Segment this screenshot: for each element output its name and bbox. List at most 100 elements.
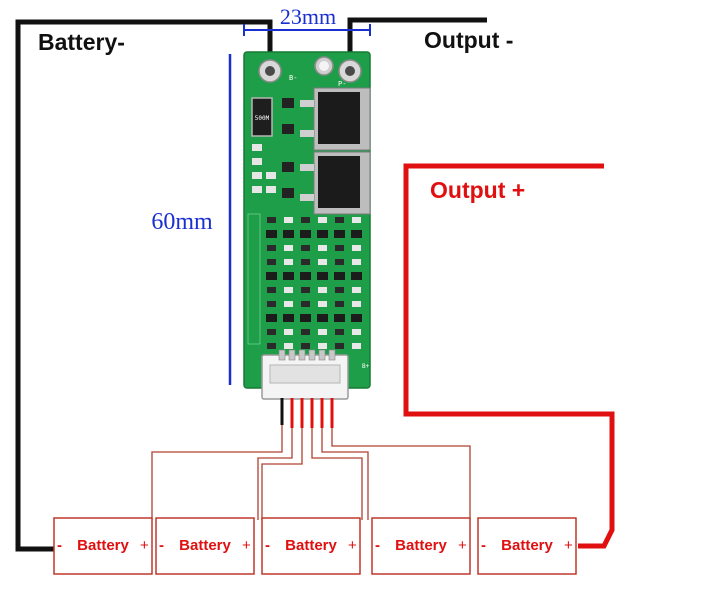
battery-cell-minus: - [375, 537, 380, 554]
connector-pin [328, 349, 336, 361]
battery-cell-label: Battery [179, 537, 231, 554]
pad-b-minus-label: B- [289, 74, 297, 82]
battery-cell-minus: - [265, 537, 270, 554]
connector-pins [278, 349, 336, 361]
battery-cell-row: -Battery+-Battery+-Battery+-Battery+-Bat… [53, 517, 577, 575]
battery-cell-plus: + [242, 537, 251, 554]
balance-wires [280, 398, 334, 428]
smd-passive [335, 329, 344, 335]
balance-circuit-array [247, 213, 362, 349]
smd-passive [284, 287, 293, 293]
connector-pin [318, 349, 326, 361]
smd-passive [335, 287, 344, 293]
smd-passive [335, 217, 344, 223]
battery-cell-plus: + [348, 537, 357, 554]
battery-cell-label: Battery [77, 537, 129, 554]
smd-ic [300, 314, 311, 322]
smd-passive [301, 301, 310, 307]
connector-pin [298, 349, 306, 361]
shunt-resistor-code: 500M [255, 115, 270, 122]
balance-connector [261, 349, 349, 400]
smd-passive [284, 329, 293, 335]
smd-passive [301, 287, 310, 293]
battery-cell-minus: - [481, 537, 486, 554]
smd-passive [352, 217, 361, 223]
smd-passive [318, 329, 327, 335]
smd-passive [318, 259, 327, 265]
smd-passive [284, 343, 293, 349]
smd-passive [284, 245, 293, 251]
smd-passive [335, 245, 344, 251]
mosfet-1 [300, 87, 371, 151]
bms-pcb-board: B- P- 500M [243, 51, 371, 389]
smd-passive [301, 343, 310, 349]
pad-p-minus [338, 59, 362, 83]
smd-passive [284, 259, 293, 265]
smd-passive [318, 343, 327, 349]
battery-cell-minus: - [57, 537, 62, 554]
smd-passive [267, 301, 276, 307]
battery-cell [371, 517, 471, 575]
smd-passive [335, 301, 344, 307]
smd-ic [334, 314, 345, 322]
smd-passive [267, 329, 276, 335]
smd-ic [283, 230, 294, 238]
smd-ic [266, 272, 277, 280]
battery-cell-plus: + [140, 537, 149, 554]
smd-ic [351, 314, 362, 322]
pcb-trace-outline [247, 213, 261, 345]
smd-ic [351, 272, 362, 280]
width-dimension [243, 24, 371, 36]
smd-passive [284, 301, 293, 307]
smd-ic [317, 272, 328, 280]
battery-cell-plus: + [564, 537, 573, 554]
smd-ic [351, 230, 362, 238]
smd-passive [352, 287, 361, 293]
pad-b-minus [258, 59, 282, 83]
smd-passive [267, 343, 276, 349]
connector-pin [278, 349, 286, 361]
pad-b-plus-label: B+ [362, 363, 370, 370]
battery-cell-plus: + [458, 537, 467, 554]
smd-ic [334, 230, 345, 238]
output-plus-label: Output + [430, 177, 525, 203]
battery-cell-label: Battery [395, 537, 447, 554]
battery-cell [477, 517, 577, 575]
output-plus-wire [403, 163, 615, 549]
battery-cell-label: Battery [501, 537, 553, 554]
smd-passive [352, 245, 361, 251]
battery-minus-wire [15, 19, 273, 552]
smd-ic [300, 230, 311, 238]
width-dimension-label: 23mm [280, 4, 336, 29]
smd-passive [318, 301, 327, 307]
shunt-resistor [251, 97, 273, 137]
smd-passive [267, 245, 276, 251]
smd-passive [301, 217, 310, 223]
output-minus-label: Output - [424, 27, 513, 53]
smd-passive [301, 245, 310, 251]
battery-cell-minus: - [159, 537, 164, 554]
battery-minus-label: Battery- [38, 29, 125, 55]
mosfet-2 [300, 151, 371, 215]
battery-cell-label: Battery [285, 537, 337, 554]
smd-ic [334, 272, 345, 280]
smd-ic [266, 230, 277, 238]
smd-ic [317, 230, 328, 238]
smd-passive [301, 259, 310, 265]
pad-p-minus-label: P- [338, 80, 346, 88]
smd-passive [352, 343, 361, 349]
smd-ic [317, 314, 328, 322]
smd-passive [352, 301, 361, 307]
smd-ic [283, 272, 294, 280]
battery-cell [53, 517, 153, 575]
smd-passive [267, 259, 276, 265]
smd-transistor-group [252, 98, 294, 198]
balance-taps [151, 425, 471, 520]
battery-cell [261, 517, 361, 575]
smd-passive [318, 217, 327, 223]
smd-passive [318, 245, 327, 251]
smd-passive [318, 287, 327, 293]
smd-passive [301, 329, 310, 335]
smd-ic [300, 272, 311, 280]
